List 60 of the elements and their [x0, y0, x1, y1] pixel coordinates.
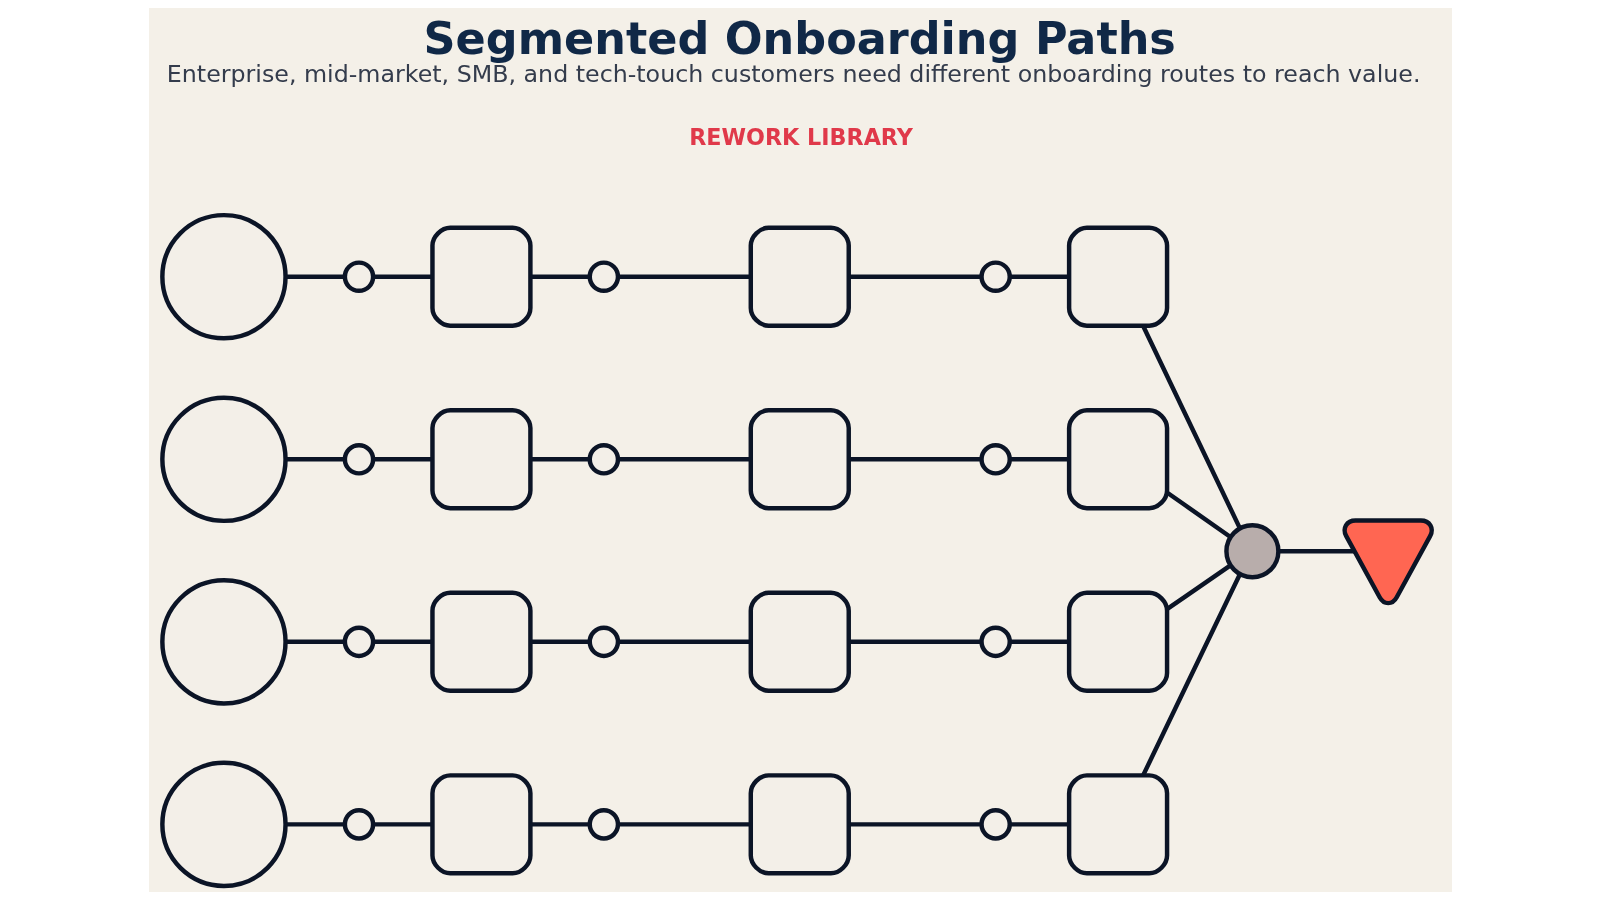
- connector: [617, 274, 750, 279]
- connector: [285, 822, 344, 827]
- connector: [1009, 457, 1069, 462]
- connector: [1009, 639, 1069, 645]
- node-circle: [342, 260, 375, 294]
- connector: [372, 274, 432, 279]
- node-circle: [159, 212, 288, 341]
- node-box: [429, 408, 533, 511]
- node-circle: [978, 808, 1012, 841]
- connector: [848, 274, 981, 279]
- connector: [848, 457, 981, 462]
- node-box: [1066, 590, 1169, 693]
- node-box: [1066, 773, 1169, 876]
- connector: [530, 274, 590, 279]
- node-box: [748, 408, 851, 511]
- node-circle: [587, 260, 620, 294]
- connector: [372, 822, 432, 827]
- node-picture: [1341, 518, 1434, 606]
- node-circle: [159, 578, 288, 706]
- node-circle: [978, 260, 1012, 294]
- node-box: [1066, 225, 1169, 328]
- connector: [285, 639, 344, 645]
- node-circle: [978, 625, 1012, 659]
- node-circle: [342, 625, 375, 659]
- node-box: [429, 773, 533, 876]
- connector: [285, 274, 344, 279]
- node-box: [748, 590, 851, 693]
- connector: [1165, 563, 1232, 611]
- connector: [1140, 573, 1242, 776]
- node-circle: [159, 395, 288, 524]
- connector: [530, 639, 590, 645]
- connector: [617, 639, 750, 645]
- node-box: [748, 225, 851, 328]
- connector: [848, 639, 981, 645]
- node-circle: [587, 442, 620, 476]
- node-box: [1066, 408, 1169, 511]
- node-circle: [587, 808, 620, 841]
- connector: [372, 457, 432, 462]
- label: REWORK LIBRARY: [688, 124, 913, 151]
- connector: [1278, 549, 1354, 554]
- connector: [1165, 490, 1232, 539]
- connector: [530, 457, 590, 462]
- node-circle: [342, 442, 375, 476]
- node-box: [748, 773, 851, 876]
- node-circle: [342, 808, 375, 841]
- node-circle: [978, 442, 1012, 476]
- connector: [617, 457, 750, 462]
- connector: [617, 822, 750, 827]
- connector: [530, 822, 590, 827]
- connector: [1009, 274, 1069, 279]
- node-circle: [587, 625, 620, 659]
- node-circle: [1223, 523, 1281, 580]
- node-box: [429, 225, 533, 328]
- connector: [848, 822, 981, 827]
- diagram-title: Segmented Onboarding Paths: [423, 13, 1176, 65]
- connector: [1009, 822, 1069, 827]
- node-circle: [159, 760, 288, 889]
- node-box: [429, 590, 533, 693]
- connector: [285, 457, 344, 462]
- connector: [372, 639, 432, 645]
